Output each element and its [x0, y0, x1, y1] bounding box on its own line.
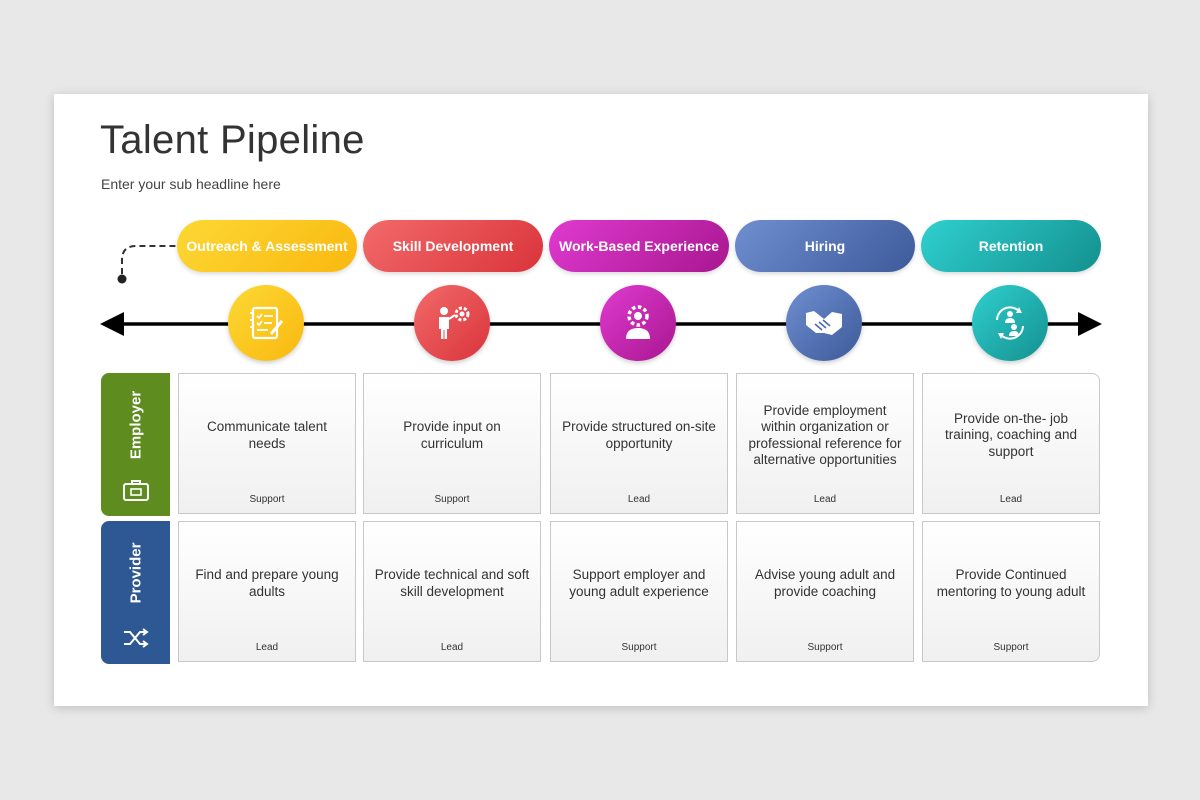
- employer-cell-work-based: Provide structured on-site opportunity L…: [550, 373, 728, 514]
- cell-role: Support: [621, 642, 657, 653]
- stage-pill-hiring[interactable]: Hiring: [735, 220, 915, 272]
- cell-role: Support: [249, 494, 285, 505]
- stage-pill-label: Skill Development: [392, 238, 514, 254]
- cell-role: Lead: [999, 494, 1023, 505]
- stage-pill-skill-development[interactable]: Skill Development: [363, 220, 543, 272]
- cell-role: Lead: [627, 494, 651, 505]
- cell-text: Advise young adult and provide coaching: [754, 567, 896, 599]
- left-arrow-icon: [100, 312, 124, 336]
- cell-text: Provide input on curriculum: [403, 419, 501, 451]
- row-label-text: Employer: [127, 390, 144, 460]
- cell-text: Find and prepare young adults: [195, 567, 339, 599]
- page-title: Talent Pipeline: [100, 118, 365, 162]
- provider-cell-outreach: Find and prepare young adults Lead: [178, 521, 356, 662]
- presenter-gear-icon: [414, 285, 490, 361]
- cell-role: Lead: [255, 642, 279, 653]
- stage-pill-label: Hiring: [804, 238, 846, 254]
- stage-pill-label: Outreach & Assessment: [186, 238, 348, 254]
- stage-pill-label: Retention: [978, 238, 1044, 254]
- row-label-text: Provider: [127, 542, 144, 604]
- cell-text: Provide technical and soft skill develop…: [374, 567, 530, 599]
- employer-cell-skill-development: Provide input on curriculum Support: [363, 373, 541, 514]
- employer-cell-outreach: Communicate talent needs Support: [178, 373, 356, 514]
- people-cycle-icon: [972, 285, 1048, 361]
- row-label-employer: Employer: [101, 373, 170, 516]
- cell-text: Provide Continued mentoring to young adu…: [936, 567, 1086, 599]
- briefcase-icon: [123, 480, 149, 501]
- cell-text: Provide on-the- job training, coaching a…: [944, 410, 1078, 459]
- employer-cell-retention: Provide on-the- job training, coaching a…: [922, 373, 1100, 514]
- provider-cell-work-based: Support employer and young adult experie…: [550, 521, 728, 662]
- row-label-provider: Provider: [101, 521, 170, 664]
- stage-pill-work-based-experience[interactable]: Work-Based Experience: [549, 220, 729, 272]
- handshake-icon: [786, 285, 862, 361]
- provider-cell-skill-development: Provide technical and soft skill develop…: [363, 521, 541, 662]
- page-subtitle: Enter your sub headline here: [101, 176, 281, 192]
- stage-pill-outreach[interactable]: Outreach & Assessment: [177, 220, 357, 272]
- shuffle-arrows-icon: [124, 628, 149, 648]
- dashed-connector: [117, 245, 178, 284]
- right-arrow-icon: [1078, 312, 1102, 336]
- worker-gear-icon: [600, 285, 676, 361]
- employer-cell-hiring: Provide employment within organization o…: [736, 373, 914, 514]
- cell-text: Provide employment within organization o…: [748, 402, 902, 468]
- provider-cell-retention: Provide Continued mentoring to young adu…: [922, 521, 1100, 662]
- stage-pill-retention[interactable]: Retention: [921, 220, 1101, 272]
- stage-pill-label: Work-Based Experience: [558, 238, 720, 254]
- cell-text: Communicate talent needs: [206, 419, 328, 451]
- cell-role: Support: [807, 642, 843, 653]
- provider-cell-hiring: Advise young adult and provide coaching …: [736, 521, 914, 662]
- cell-text: Support employer and young adult experie…: [569, 567, 709, 599]
- cell-role: Lead: [813, 494, 837, 505]
- cell-role: Lead: [440, 642, 464, 653]
- cell-text: Provide structured on-site opportunity: [562, 419, 716, 451]
- cell-role: Support: [434, 494, 470, 505]
- cell-role: Support: [993, 642, 1029, 653]
- slide: Talent Pipeline Enter your sub headline …: [54, 94, 1148, 706]
- checklist-icon: [228, 285, 304, 361]
